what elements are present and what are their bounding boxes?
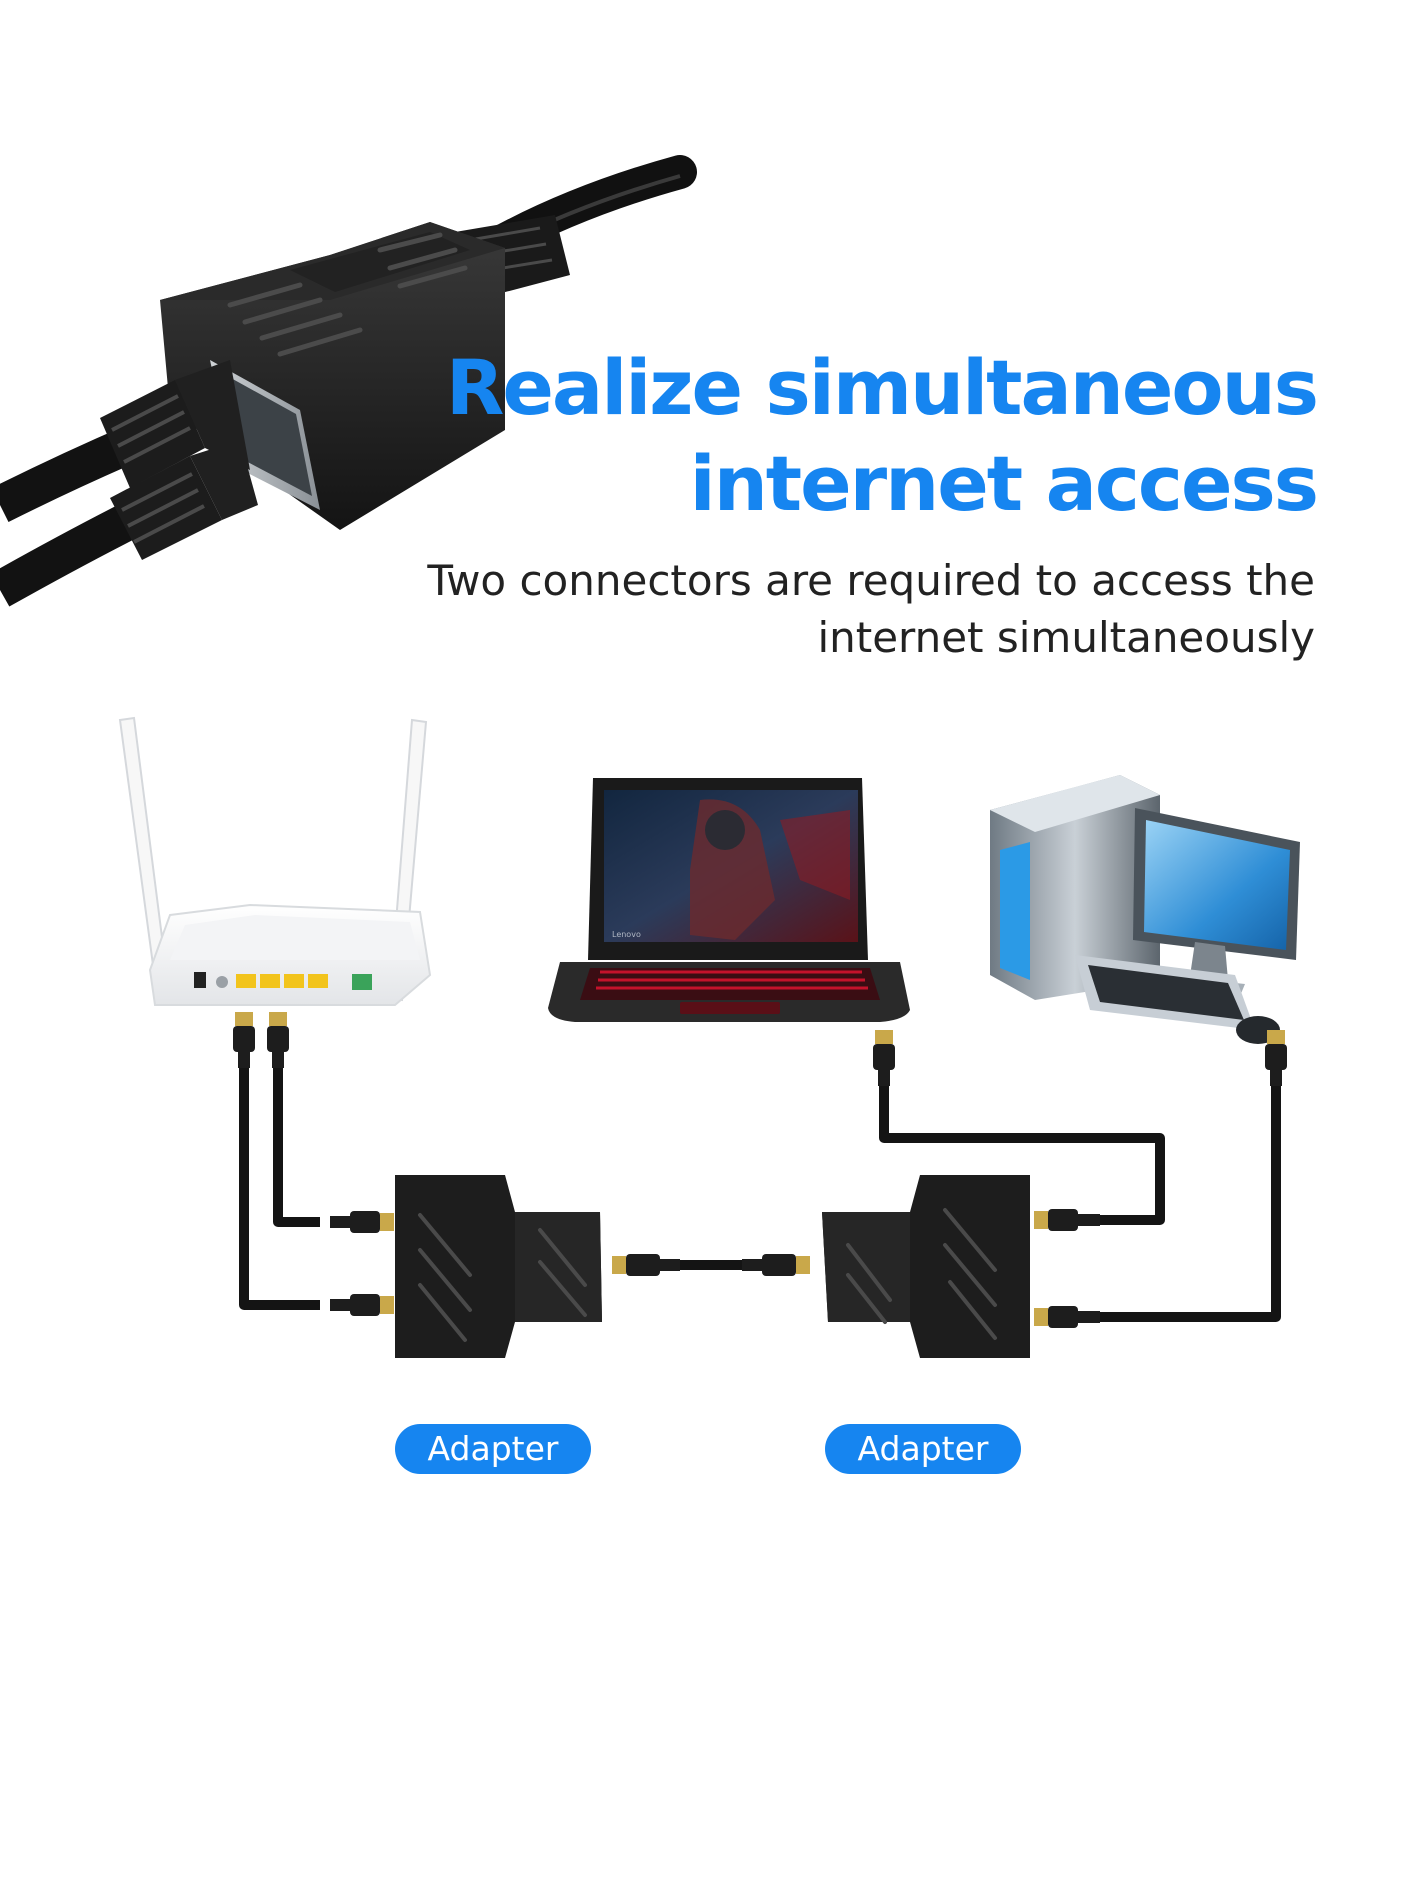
subheadline: Two connectors are required to access th… bbox=[315, 552, 1315, 666]
laptop-icon: Lenovo bbox=[548, 778, 910, 1022]
desktop-pc-icon bbox=[990, 775, 1300, 1044]
rj45-plug-icon bbox=[233, 1012, 1287, 1328]
router-icon bbox=[118, 716, 432, 1006]
cable-laptop-to-adapter-right bbox=[879, 1070, 1165, 1225]
adapter-left-icon bbox=[395, 1175, 602, 1358]
adapter-label-left-text: Adapter bbox=[427, 1429, 559, 1468]
laptop-brand-label: Lenovo bbox=[612, 930, 641, 939]
headline: Realize simultaneous internet access bbox=[417, 340, 1319, 532]
cable-pc-to-adapter-right bbox=[1100, 1070, 1281, 1322]
ethernet-splitter-icon bbox=[0, 155, 697, 607]
adapter-label-right: Adapter bbox=[825, 1424, 1021, 1474]
subheadline-line-2: internet simultaneously bbox=[817, 613, 1315, 662]
cable-router-to-adapter-left bbox=[239, 1050, 320, 1310]
adapter-label-left: Adapter bbox=[395, 1424, 591, 1474]
headline-line-1: Realize simultaneous bbox=[445, 343, 1319, 432]
headline-line-2: internet access bbox=[689, 439, 1319, 528]
adapter-right-icon bbox=[822, 1175, 1030, 1358]
subheadline-line-1: Two connectors are required to access th… bbox=[427, 556, 1315, 605]
adapter-label-right-text: Adapter bbox=[857, 1429, 989, 1468]
